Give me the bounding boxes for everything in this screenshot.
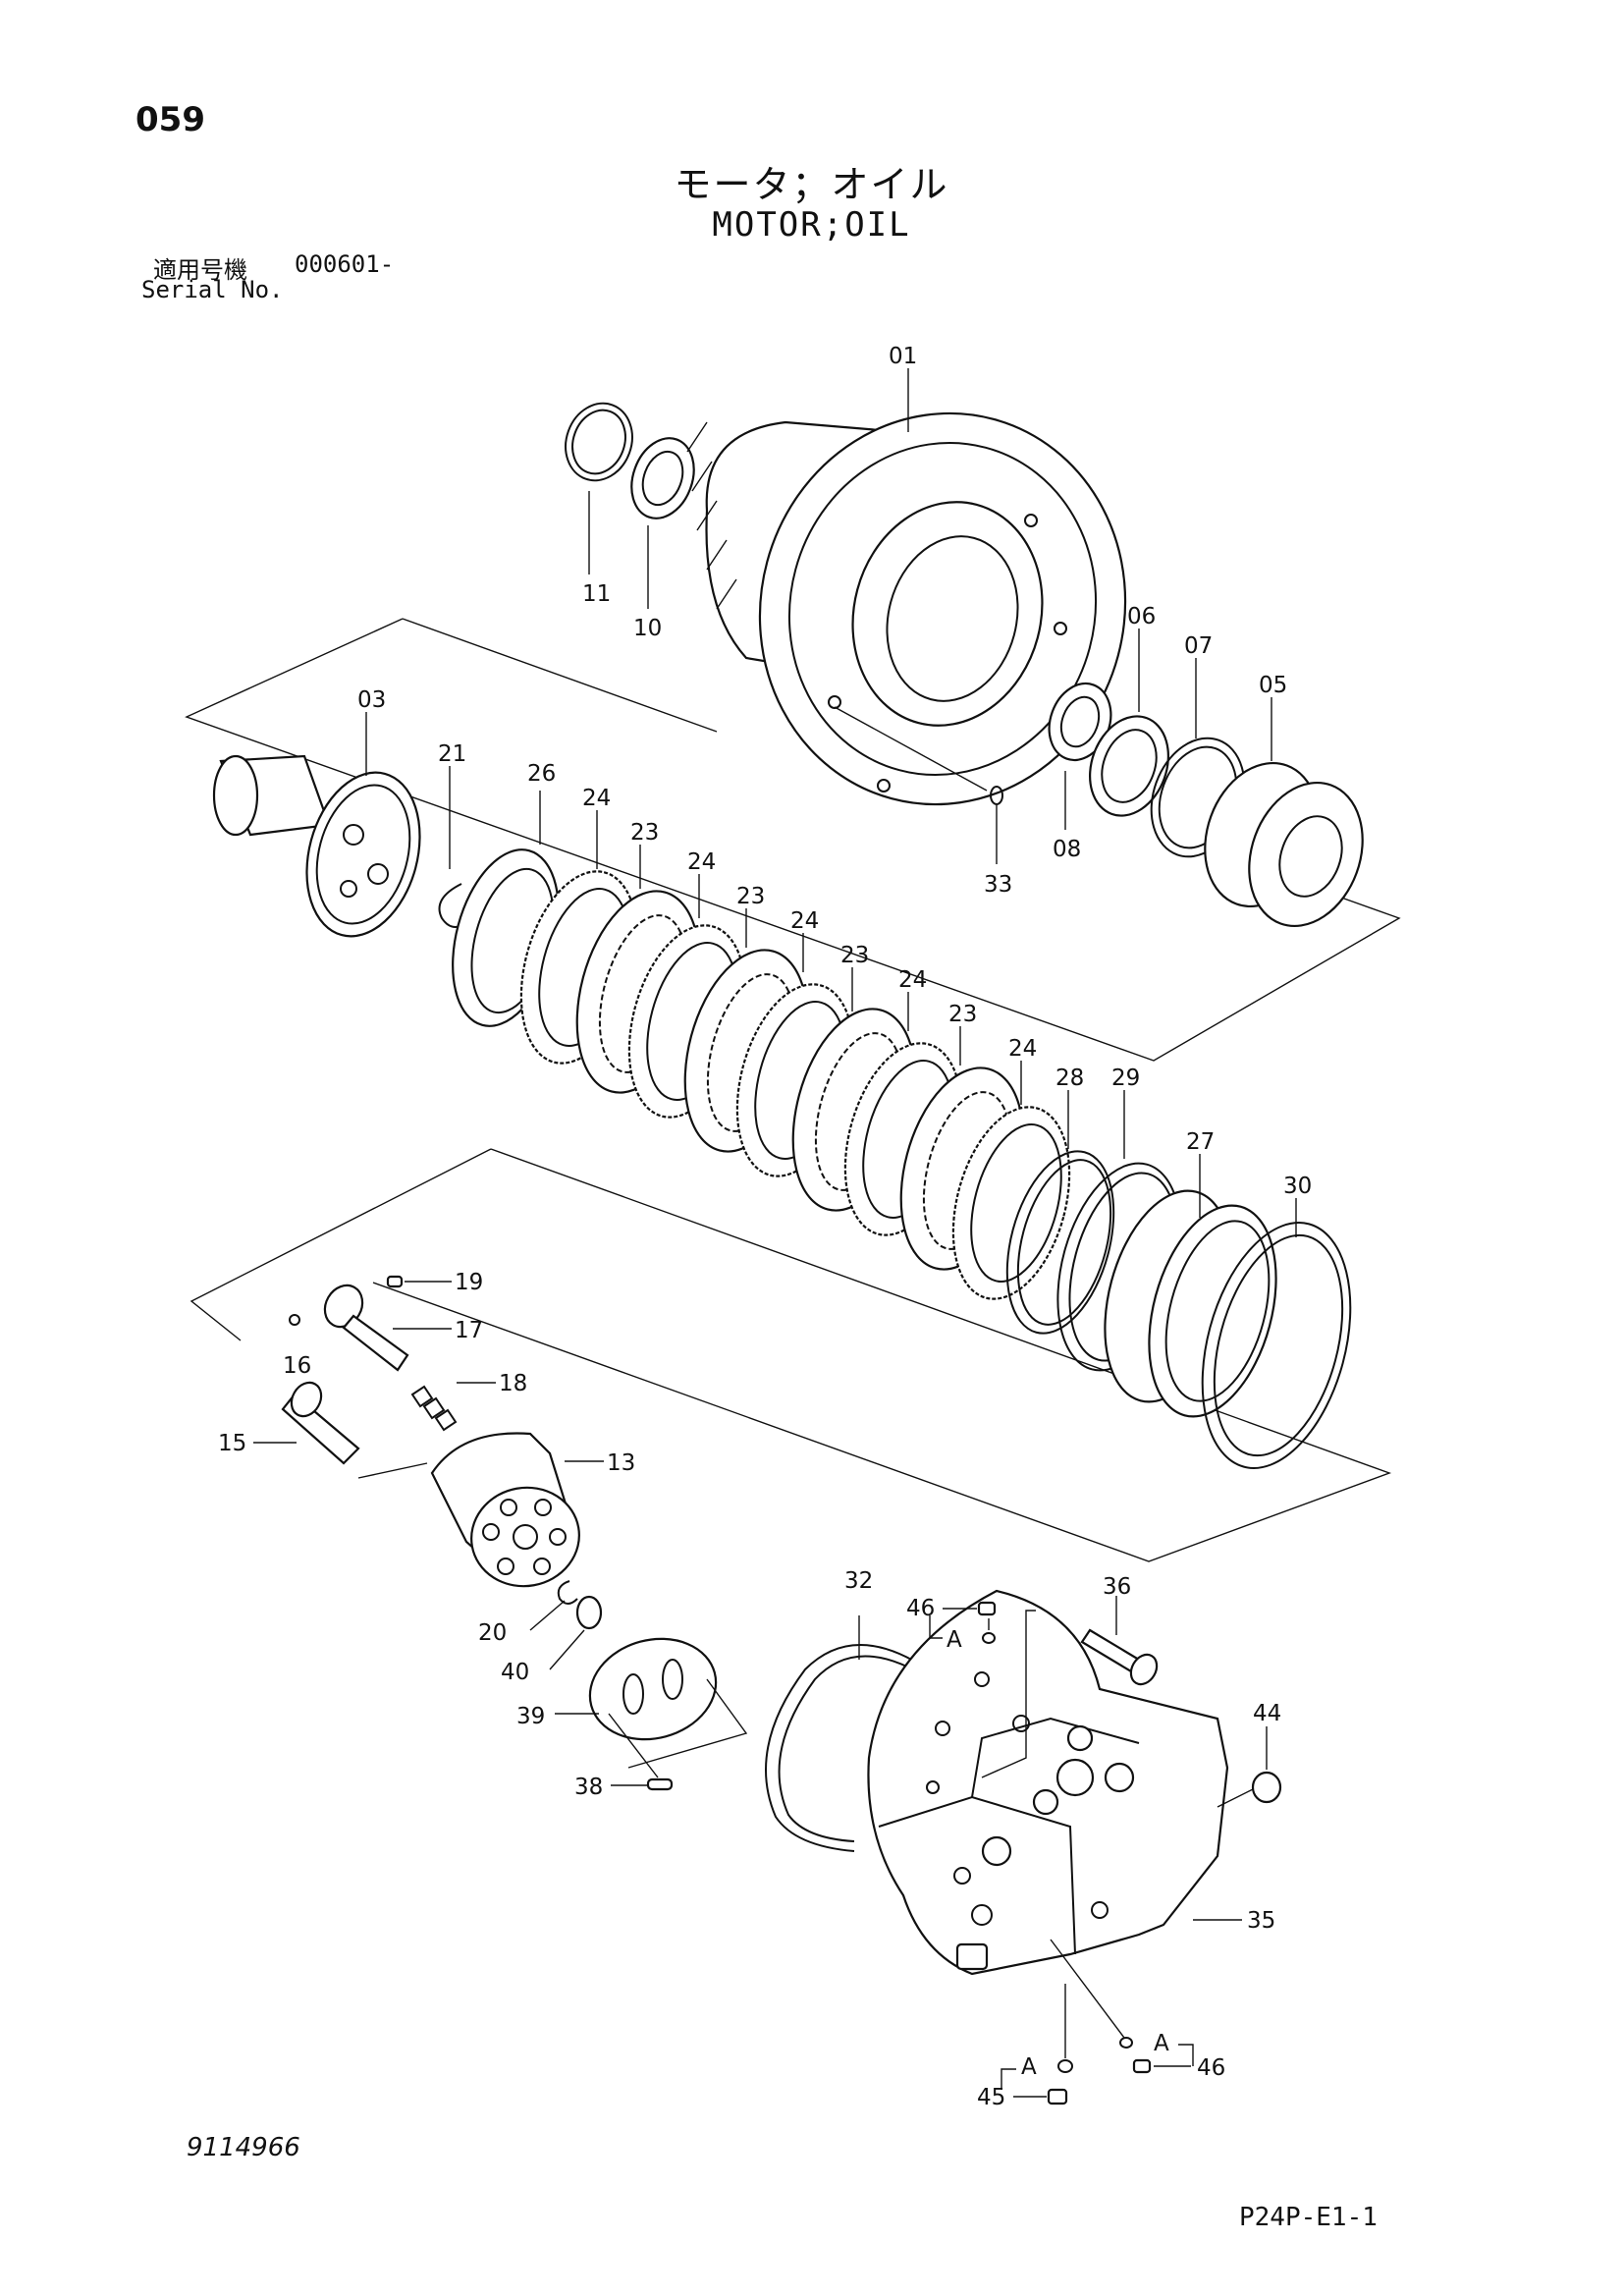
callout-27: 27	[1186, 1129, 1215, 1155]
callout-10: 10	[633, 616, 662, 641]
page-title-japanese: モータ；オイル	[674, 163, 949, 206]
callout-23-b: 23	[736, 884, 765, 909]
callout-05: 05	[1259, 673, 1287, 698]
callout-36: 36	[1103, 1574, 1131, 1600]
callout-08: 08	[1053, 837, 1081, 862]
part-30-ring	[1201, 1198, 1352, 1469]
callout-46-bottom: 46	[1197, 2055, 1225, 2081]
callout-23-d: 23	[948, 1002, 977, 1027]
part-05-bearing	[1204, 697, 1364, 928]
callout-23-c: 23	[840, 943, 869, 968]
part-46-plug-bottom	[1050, 1939, 1194, 2074]
serial-number: 000601-	[295, 250, 395, 278]
part-45-plug	[1001, 1984, 1073, 2105]
callout-13: 13	[607, 1450, 635, 1476]
part-19-pin	[386, 1275, 452, 1288]
part-11-snap-ring	[565, 402, 633, 574]
page-title-english: MOTOR;OIL	[712, 205, 911, 245]
part-27-piston	[1104, 1154, 1277, 1418]
part-17-piston	[323, 1284, 452, 1372]
serial-label-english: Serial No.	[141, 276, 284, 303]
callout-24-e: 24	[1008, 1036, 1037, 1062]
callout-19: 19	[455, 1270, 483, 1295]
serial-label-japanese: 適用号機	[153, 256, 247, 284]
upper-group-frame	[185, 618, 1401, 1062]
part-36-bolt	[1080, 1596, 1159, 1686]
callout-06: 06	[1127, 604, 1156, 629]
callout-29: 29	[1111, 1066, 1140, 1091]
part-38-pin	[608, 1713, 674, 1791]
callout-44: 44	[1253, 1701, 1281, 1726]
callout-24-d: 24	[898, 967, 927, 993]
part-28-ring	[1005, 1090, 1115, 1335]
callout-20: 20	[478, 1620, 507, 1646]
part-20-snap-ring	[529, 1580, 578, 1631]
callout-26: 26	[527, 761, 556, 787]
callout-24-b: 24	[687, 849, 716, 875]
part-03-shaft	[212, 712, 421, 938]
callout-45: 45	[977, 2085, 1005, 2110]
page-code: P24P-E1-1	[1239, 2203, 1378, 2232]
callout-07: 07	[1184, 633, 1213, 659]
callout-16: 16	[283, 1353, 311, 1379]
part-32-o-ring	[765, 1615, 934, 1852]
callout-21: 21	[438, 741, 466, 767]
callout-35: 35	[1247, 1908, 1275, 1934]
callout-11: 11	[582, 581, 611, 607]
callout-30: 30	[1283, 1174, 1312, 1199]
callout-38: 38	[574, 1775, 603, 1800]
part-08-collar	[1048, 682, 1112, 830]
part-18-spring	[410, 1382, 496, 1432]
callout-18: 18	[499, 1371, 527, 1396]
part-39-valve-plate	[555, 1637, 748, 1769]
callout-23-a: 23	[630, 820, 659, 846]
part-33-o-ring	[834, 706, 1003, 864]
callout-24-c: 24	[790, 908, 819, 934]
callout-a-right: A	[1154, 2031, 1169, 2056]
callout-01: 01	[889, 344, 917, 369]
clutch-disc-stack	[519, 810, 1071, 1300]
part-01-housing	[686, 368, 1127, 806]
part-35-motor-body	[867, 1589, 1242, 1976]
document-number: 9114966	[187, 2133, 300, 2162]
callout-40: 40	[501, 1660, 529, 1685]
callout-a-bottom: A	[1021, 2054, 1037, 2080]
part-15-piston	[253, 1381, 360, 1465]
callout-39: 39	[516, 1704, 545, 1729]
part-46-plug-top	[929, 1601, 1036, 1778]
callout-17: 17	[455, 1318, 483, 1343]
part-13-cylinder-block	[357, 1432, 604, 1588]
part-44-plug	[1217, 1726, 1282, 1808]
part-16-ball	[289, 1314, 300, 1326]
part-21-snap-ring	[438, 766, 467, 928]
part-10-oil-seal	[630, 437, 695, 609]
callout-46-top: 46	[906, 1596, 935, 1621]
lower-group-frame	[189, 1148, 1392, 1562]
callout-a-top: A	[947, 1627, 962, 1653]
part-40-bushing	[549, 1595, 603, 1670]
callout-24-a: 24	[582, 786, 611, 811]
callout-03: 03	[357, 687, 386, 713]
page-number: 059	[135, 100, 205, 139]
part-06-bearing-race	[1089, 629, 1169, 817]
callout-15: 15	[218, 1431, 246, 1456]
callout-32: 32	[844, 1568, 873, 1594]
callout-33: 33	[984, 872, 1012, 898]
callout-28: 28	[1055, 1066, 1084, 1091]
